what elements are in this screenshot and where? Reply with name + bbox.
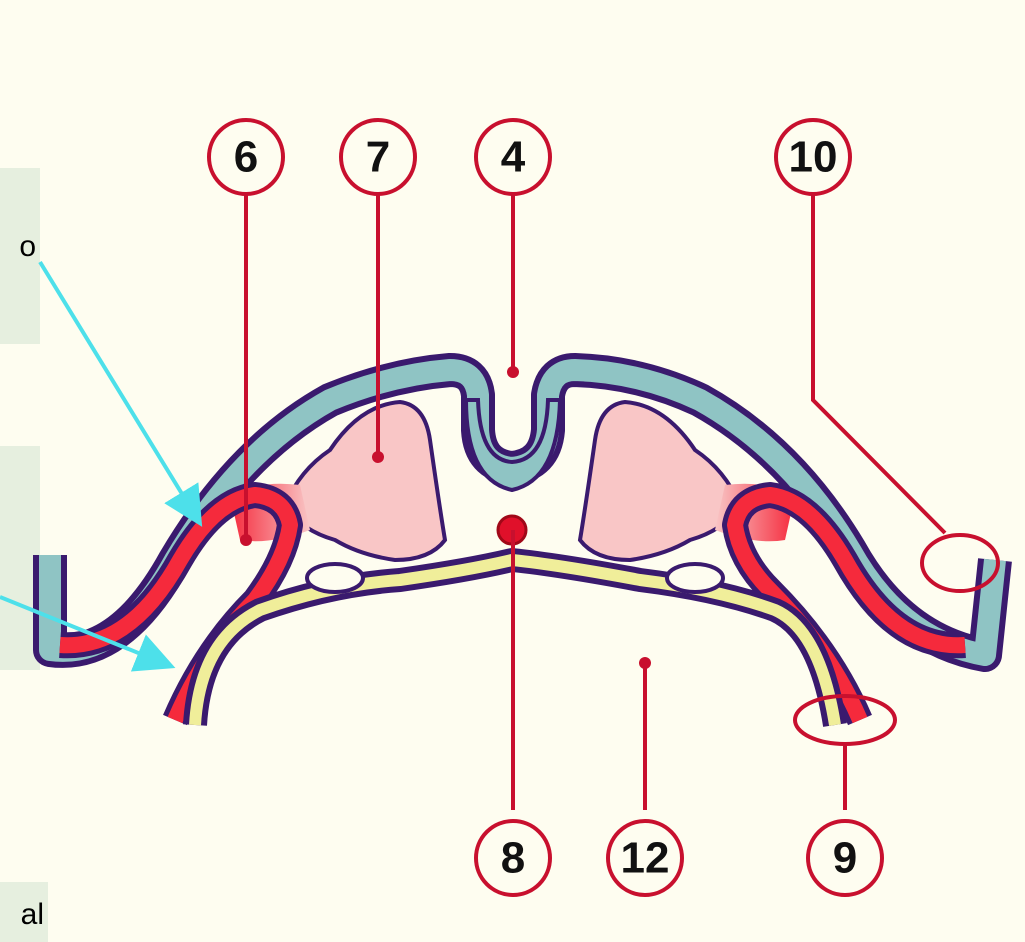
label-7-text: 7 [366, 133, 390, 182]
label-6-text: 6 [234, 133, 258, 182]
label-9-text: 9 [833, 834, 857, 883]
label-9: 9 [808, 821, 882, 895]
label-12-text: 12 [621, 834, 670, 883]
label-10: 10 [776, 120, 850, 194]
neural-groove [466, 400, 560, 490]
label-8: 8 [476, 821, 550, 895]
label-12: 12 [608, 821, 682, 895]
label-7: 7 [341, 120, 415, 194]
dorsal-aorta-right [667, 564, 723, 592]
label-10-text: 10 [789, 133, 838, 182]
pointer-arrow-upper [40, 262, 198, 520]
label-8-text: 8 [501, 834, 525, 883]
label-4-text: 4 [501, 133, 526, 182]
dorsal-aorta-left [307, 564, 363, 592]
label-4: 4 [476, 120, 550, 194]
label-6: 6 [209, 120, 283, 194]
